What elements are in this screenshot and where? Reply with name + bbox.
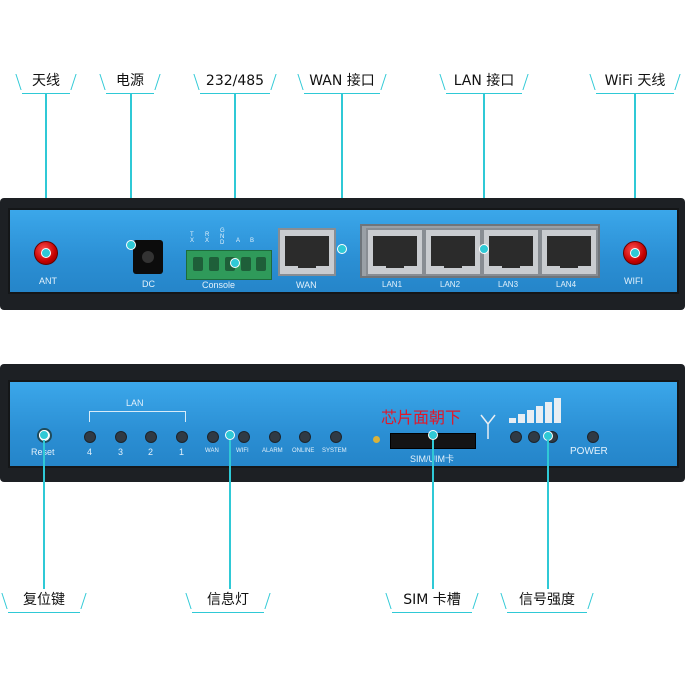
- callout-serial: 232/485: [193, 70, 277, 94]
- led-system-label: SYSTEM: [322, 448, 347, 454]
- callout-sim: SIM 卡槽: [385, 589, 479, 613]
- led-signal-2: [528, 431, 540, 443]
- callout-antenna: 天线: [15, 70, 77, 94]
- callout-power-text: 电源: [116, 73, 144, 89]
- dot-power: [126, 240, 136, 250]
- led-lan3: [115, 431, 127, 443]
- led-signal-1: [510, 431, 522, 443]
- leader-antenna: [45, 94, 47, 252]
- leader-signal: [547, 440, 549, 589]
- dot-wan: [337, 244, 347, 254]
- leader-lan: [483, 94, 485, 248]
- signal-bar-2: [518, 414, 525, 423]
- callout-reset-text: 复位键: [23, 592, 65, 608]
- callout-lan: LAN 接口: [439, 70, 529, 94]
- led-lan1: [176, 431, 188, 443]
- led-power: [587, 431, 599, 443]
- leader-wifi: [634, 94, 636, 252]
- led-wan-label: WAN: [205, 448, 219, 454]
- callout-signal: 信号强度: [500, 589, 594, 613]
- callout-serial-text: 232/485: [205, 73, 265, 89]
- dot-reset: [39, 430, 49, 440]
- led-lan4-label: 4: [87, 447, 93, 457]
- callout-reset: 复位键: [1, 589, 87, 613]
- lan1-label: LAN1: [382, 280, 403, 289]
- led-online-label: ONLINE: [292, 448, 315, 454]
- dot-sim: [428, 430, 438, 440]
- power-label: POWER: [570, 446, 608, 457]
- console-pin-tx: T X: [190, 232, 195, 244]
- lan-group-bracket: [89, 411, 186, 422]
- callout-wan: WAN 接口: [297, 70, 387, 94]
- sim-note: 芯片面朝下: [381, 408, 462, 427]
- led-wan: [207, 431, 219, 443]
- console-pin-b: B: [250, 238, 255, 244]
- led-lan2-label: 2: [148, 447, 154, 457]
- front-panel-face: [8, 380, 679, 468]
- callout-lan-text: LAN 接口: [453, 73, 515, 89]
- dc-jack-icon: [133, 240, 163, 274]
- signal-bar-6: [554, 398, 561, 423]
- leader-wan: [341, 94, 343, 248]
- console-terminal-block-icon: [186, 250, 272, 280]
- sim-status-led: [373, 436, 380, 443]
- console-pin-rx: R X: [205, 232, 210, 244]
- signal-bar-3: [527, 410, 534, 423]
- callout-antenna-text: 天线: [32, 73, 60, 89]
- lan3-port-icon: [482, 228, 540, 276]
- led-wifi: [238, 431, 250, 443]
- leader-indicators: [229, 440, 231, 589]
- led-lan3-label: 3: [118, 447, 124, 457]
- console-pin-gnd: G N D: [220, 228, 225, 246]
- callout-wifi-text: WiFi 天线: [604, 73, 666, 89]
- ant-label: ANT: [39, 276, 57, 286]
- callout-indicators: 信息灯: [185, 589, 271, 613]
- led-online: [299, 431, 311, 443]
- dot-antenna: [41, 248, 51, 258]
- console-pin-a: A: [236, 238, 241, 244]
- console-label: Console: [202, 280, 236, 290]
- callout-wifi: WiFi 天线: [589, 70, 681, 94]
- led-wifi-label: WIFI: [236, 448, 249, 454]
- leader-power: [130, 94, 132, 244]
- dot-indicators: [225, 430, 235, 440]
- leader-sim: [432, 440, 434, 589]
- leader-serial: [234, 94, 236, 262]
- signal-bar-5: [545, 402, 552, 423]
- led-lan1-label: 1: [179, 447, 185, 457]
- wifi-label: WIFI: [624, 276, 643, 286]
- ant-connector-icon: [34, 241, 58, 265]
- callout-sim-text: SIM 卡槽: [403, 592, 461, 608]
- signal-bar-1: [509, 418, 516, 423]
- led-alarm-label: ALARM: [262, 448, 283, 454]
- callout-wan-text: WAN 接口: [309, 73, 375, 89]
- lan1-port-icon: [366, 228, 424, 276]
- lan2-label: LAN2: [440, 280, 461, 289]
- dc-label: DC: [142, 279, 155, 289]
- lan2-port-icon: [424, 228, 482, 276]
- led-lan4: [84, 431, 96, 443]
- lan4-port-icon: [540, 228, 598, 276]
- front-panel: [0, 364, 685, 482]
- callout-indicators-text: 信息灯: [207, 592, 249, 608]
- lan3-label: LAN3: [498, 280, 519, 289]
- lan4-label: LAN4: [556, 280, 577, 289]
- signal-bar-4: [536, 406, 543, 423]
- leader-reset: [43, 440, 45, 589]
- wan-label: WAN: [296, 280, 317, 290]
- led-system: [330, 431, 342, 443]
- dot-serial: [230, 258, 240, 268]
- reset-label: Reset: [31, 447, 55, 457]
- dot-wifi: [630, 248, 640, 258]
- led-lan2: [145, 431, 157, 443]
- wan-port-icon: [278, 228, 336, 276]
- callout-signal-text: 信号强度: [519, 592, 575, 608]
- lan-group-label: LAN: [126, 398, 144, 408]
- antenna-signal-icon: [480, 414, 496, 439]
- led-alarm: [269, 431, 281, 443]
- callout-power: 电源: [99, 70, 161, 94]
- dot-lan: [479, 244, 489, 254]
